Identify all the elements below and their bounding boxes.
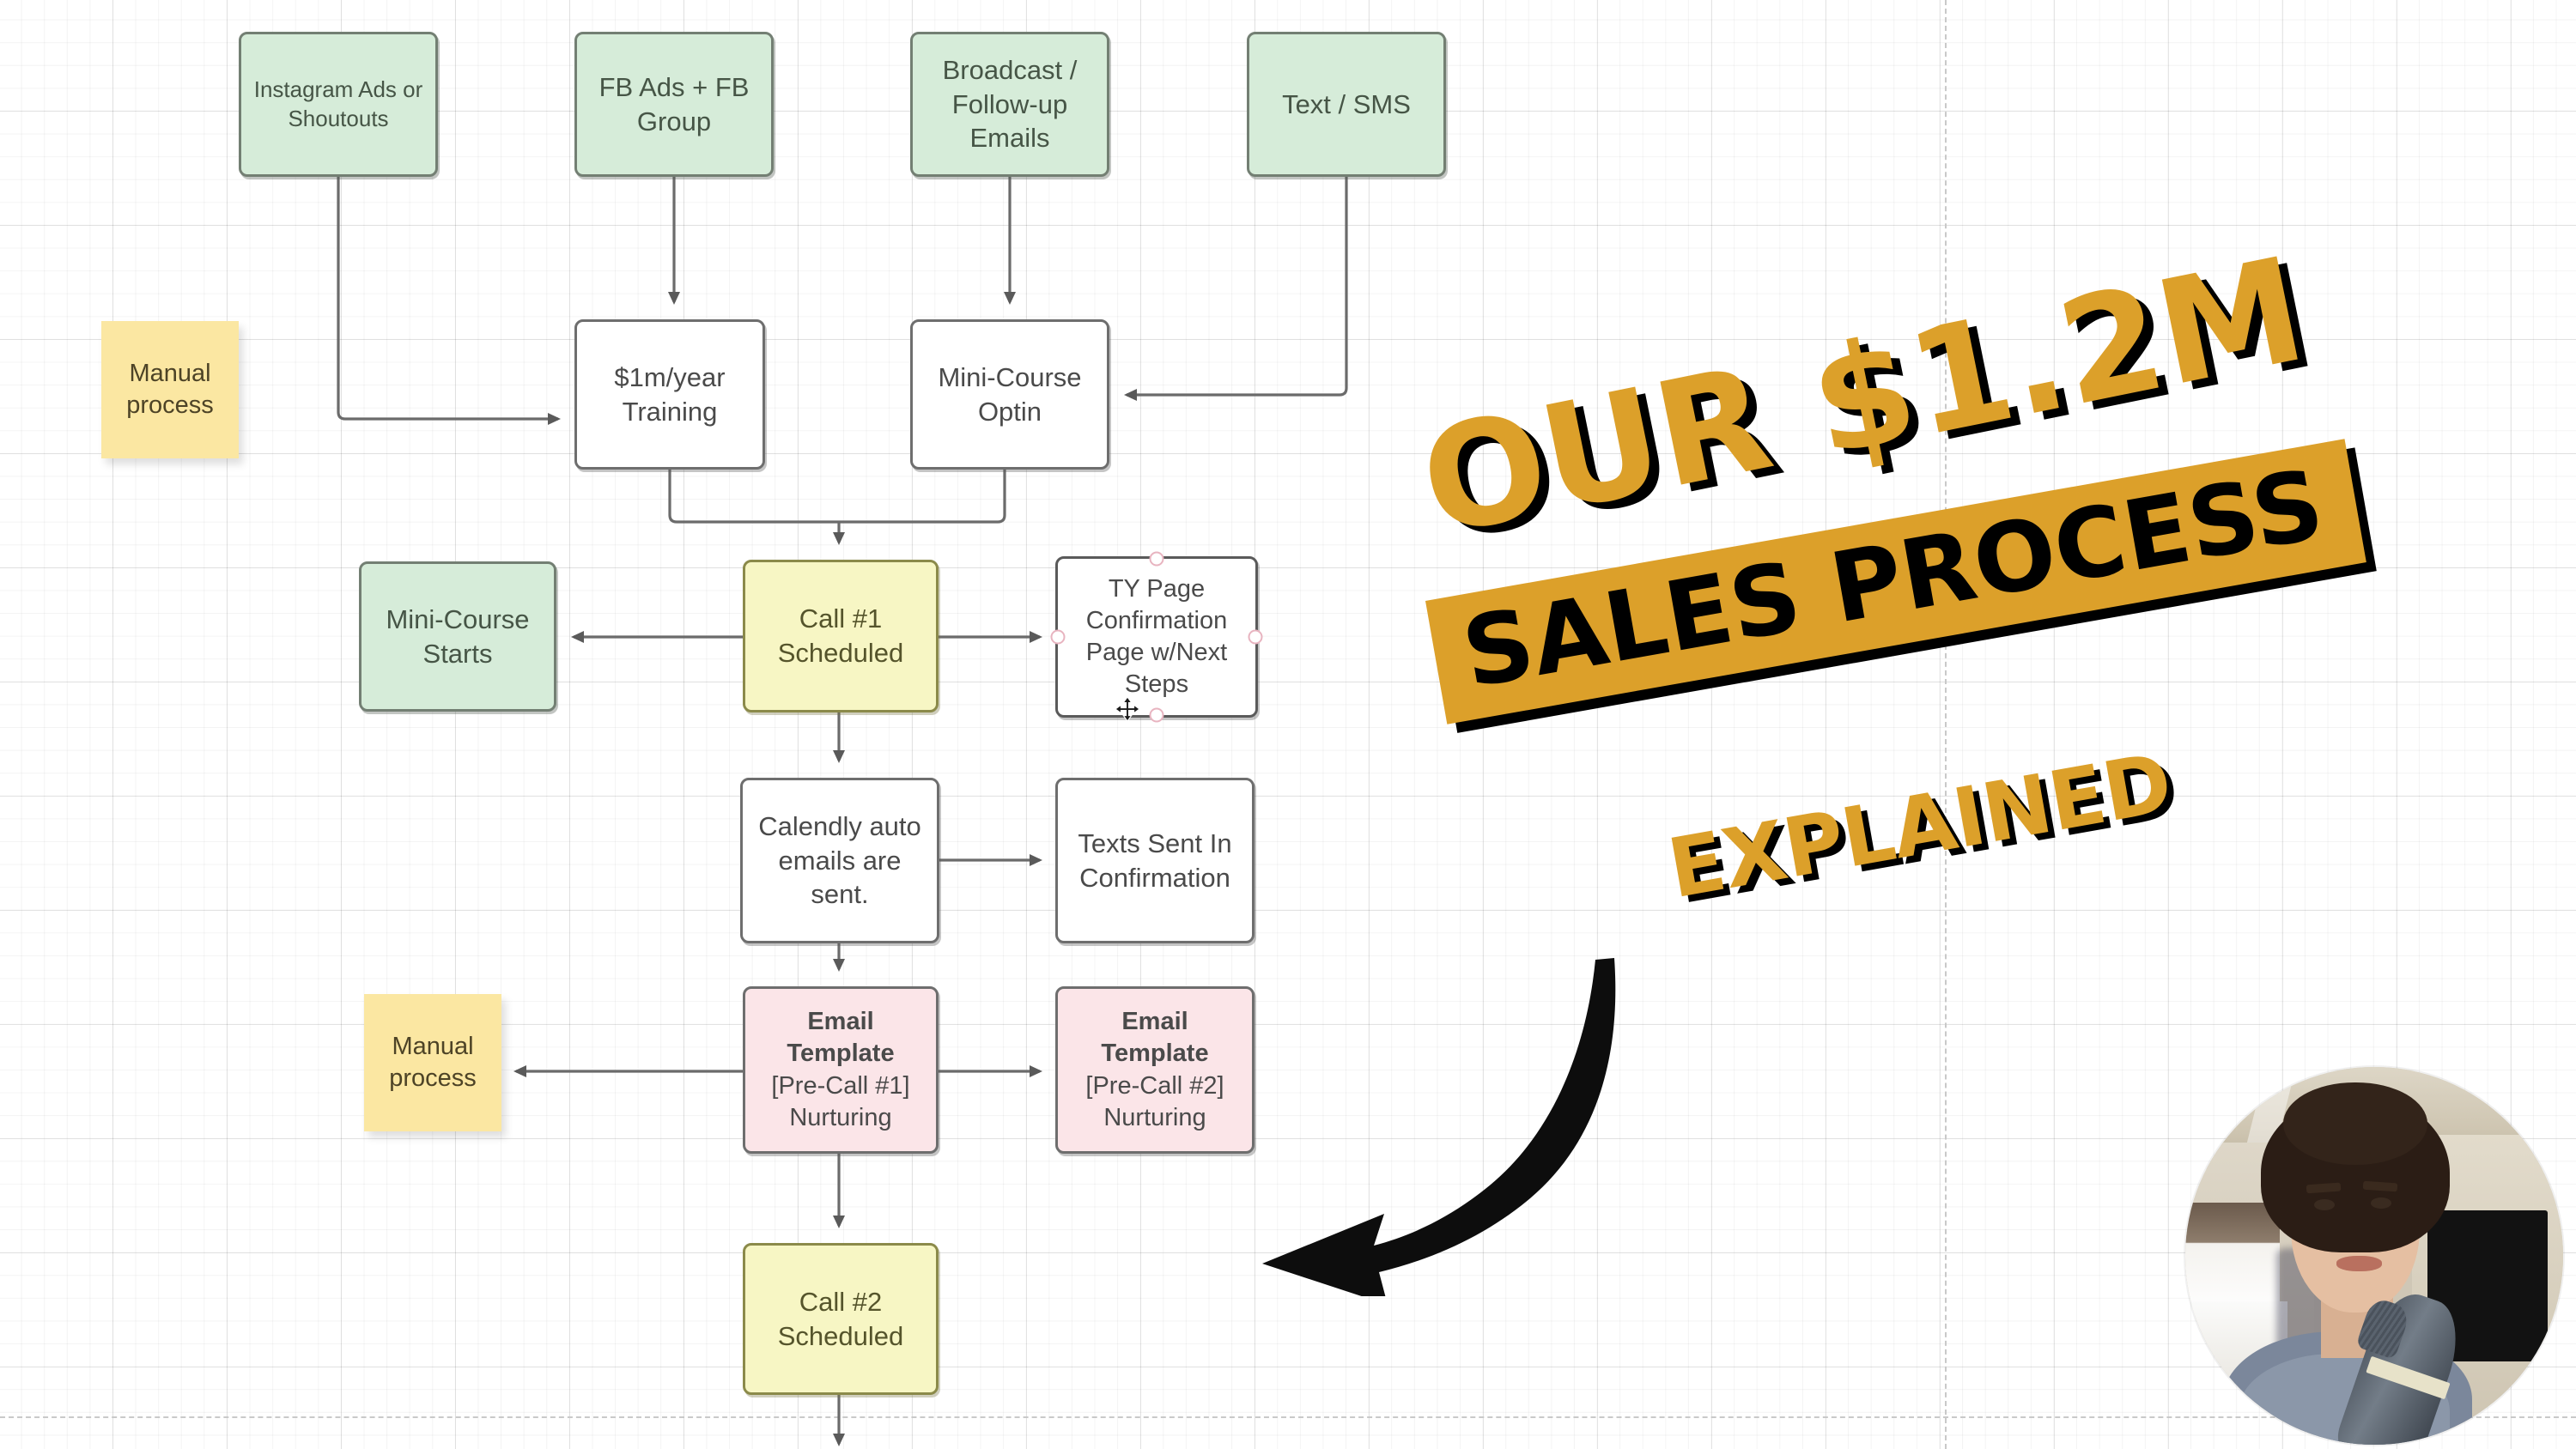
node-label-mini-starts: Mini-Course Starts [386, 603, 530, 669]
resize-handle-right[interactable] [1248, 629, 1263, 645]
node-ty-page[interactable]: TY Page Confirmation Page w/Next Steps [1050, 551, 1263, 723]
node-training[interactable]: $1m/year Training [574, 319, 765, 470]
node-fb[interactable]: FB Ads + FB Group [574, 32, 774, 177]
resize-handle-left[interactable] [1050, 629, 1066, 645]
node-instagram[interactable]: Instagram Ads or Shoutouts [239, 32, 438, 177]
node-manual-2[interactable]: Manual process [364, 994, 501, 1131]
node-label-call-2: Call #2 Scheduled [777, 1286, 904, 1351]
page-break-horizontal [0, 1416, 2576, 1418]
node-manual-1[interactable]: Manual process [101, 321, 239, 458]
node-calendly[interactable]: Calendly auto emails are sent. [740, 778, 939, 943]
node-label-broadcast: Broadcast / Follow-up Emails [942, 54, 1078, 154]
node-label-texts-sent: Texts Sent In Confirmation [1078, 828, 1232, 893]
node-label-manual-2: Manual process [389, 1032, 477, 1092]
node-optin[interactable]: Mini-Course Optin [910, 319, 1109, 470]
node-label-text-sms: Text / SMS [1282, 88, 1411, 119]
page-break-vertical [1945, 0, 1947, 1449]
node-label-ty-page: TY Page Confirmation Page w/Next Steps [1085, 574, 1228, 699]
node-label-fb: FB Ads + FB Group [598, 71, 750, 136]
node-label-training: $1m/year Training [614, 361, 726, 427]
node-call-2[interactable]: Call #2 Scheduled [743, 1243, 939, 1395]
node-label-instagram: Instagram Ads or Shoutouts [253, 76, 423, 131]
node-texts-sent[interactable]: Texts Sent In Confirmation [1055, 778, 1255, 943]
node-call-1[interactable]: Call #1 Scheduled [743, 560, 939, 712]
resize-handle-bottom[interactable] [1149, 707, 1164, 723]
resize-handle-top[interactable] [1149, 551, 1164, 567]
node-label-optin: Mini-Course Optin [938, 361, 1082, 427]
node-label-manual-1: Manual process [126, 359, 214, 419]
node-label-calendly: Calendly auto emails are sent. [758, 810, 921, 910]
node-text-sms[interactable]: Text / SMS [1247, 32, 1446, 177]
node-label-call-1: Call #1 Scheduled [777, 603, 904, 668]
node-mini-starts[interactable]: Mini-Course Starts [359, 561, 556, 712]
node-broadcast[interactable]: Broadcast / Follow-up Emails [910, 32, 1109, 177]
presenter-webcam [2185, 1067, 2563, 1445]
